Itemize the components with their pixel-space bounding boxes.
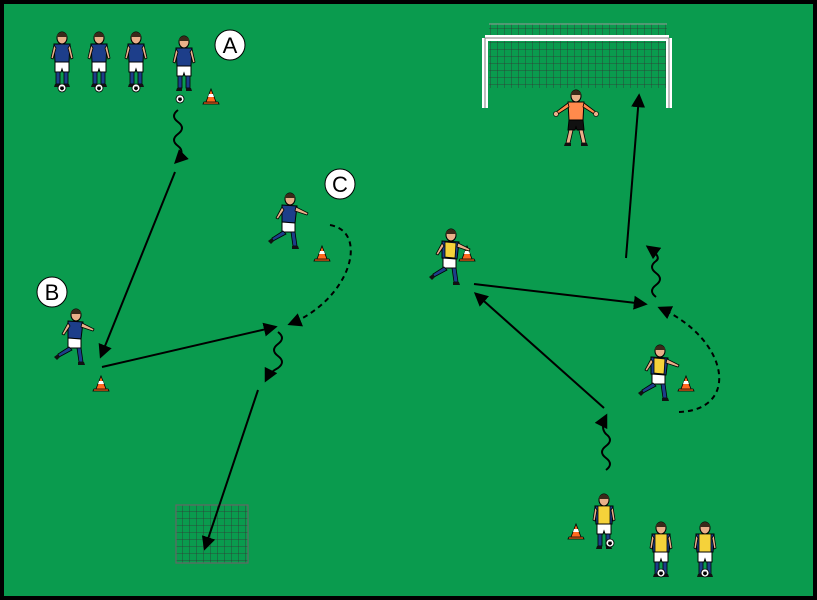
dribble-path-right [594, 413, 611, 471]
svg-text:A: A [223, 33, 238, 58]
dribble-path-a [173, 109, 189, 164]
ball-icon [656, 568, 666, 578]
shot-arrow-mini-goal [201, 389, 259, 551]
svg-text:B: B [45, 280, 60, 305]
pass-arrow-right-1 [473, 292, 605, 409]
dribble-path-c [264, 331, 283, 383]
pass-arrow-b-c [101, 322, 278, 368]
drill-paths [98, 93, 721, 551]
goal-icon [482, 23, 672, 108]
ball-icon [700, 568, 710, 578]
run-path-c [287, 224, 352, 327]
label-c: C [324, 168, 356, 200]
label-a: A [214, 29, 246, 61]
run-path-right [657, 306, 721, 413]
ball-icon [175, 94, 185, 104]
ball-icon [605, 538, 615, 548]
mini-goal-icon [175, 504, 249, 564]
dribble-path-right-2 [645, 245, 662, 298]
pass-arrow-right-2 [473, 283, 648, 310]
pass-arrow-a-b [98, 171, 176, 359]
ball-icon [94, 83, 104, 93]
svg-text:C: C [332, 172, 348, 197]
label-b: B [36, 276, 68, 308]
pitch-field [4, 4, 813, 596]
ball-icon [57, 83, 67, 93]
shot-arrow-goal [625, 93, 646, 259]
ball-icon [131, 83, 141, 93]
